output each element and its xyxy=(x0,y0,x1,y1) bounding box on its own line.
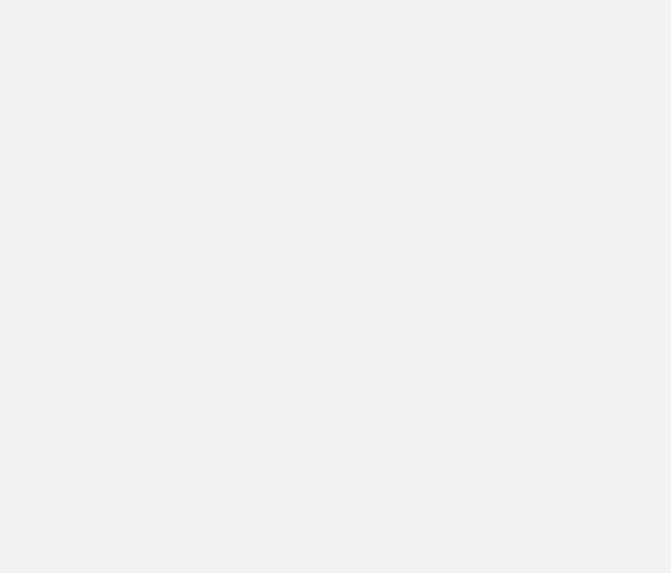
ascii-art-diagram xyxy=(0,0,671,4)
